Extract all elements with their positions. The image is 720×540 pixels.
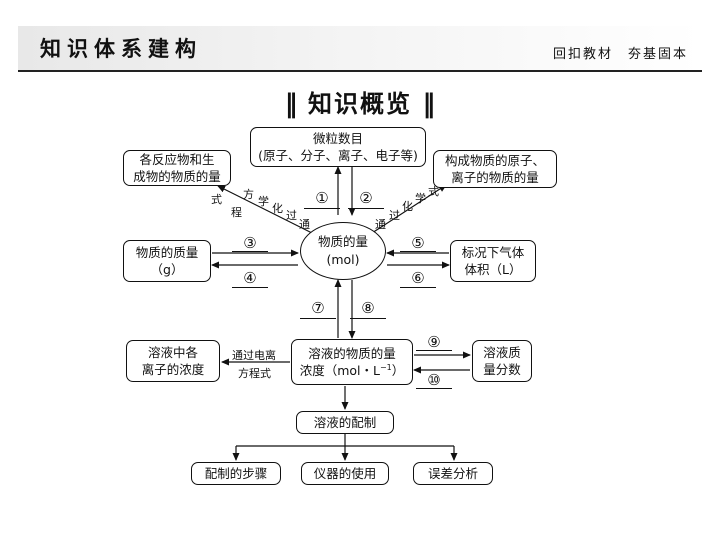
- blank-number-4: ④: [243, 269, 257, 287]
- node-steps-text: 配制的步骤: [204, 466, 268, 481]
- node-mass-fraction: 溶液质 量分数: [472, 340, 532, 382]
- label-fang: 方: [243, 188, 254, 201]
- node-reactants-line1: 各反应物和生: [139, 152, 215, 167]
- blank-number-5: ⑤: [411, 234, 425, 252]
- node-instruments-text: 仪器的使用: [313, 466, 377, 481]
- node-molar-concentration: 溶液的物质的量 浓度（mol・L−1）: [291, 339, 413, 385]
- label-electrolytic-line1: 通过电离: [232, 349, 276, 362]
- node-instrument-use: 仪器的使用: [301, 462, 389, 485]
- node-ions-line1: 溶液中各: [147, 345, 198, 360]
- node-mass-line2: （g）: [150, 262, 184, 277]
- section-title-text: 知识概览: [308, 90, 412, 118]
- header-subtitle: 回扣教材 夯基固本: [552, 47, 688, 62]
- title-bar-left: ‖: [284, 89, 298, 119]
- label-shi-right: 式: [428, 185, 439, 198]
- label-cheng: 程: [231, 206, 242, 219]
- node-error-text: 误差分析: [427, 466, 478, 481]
- node-amount-of-substance: 物质的量 (mol): [300, 222, 386, 280]
- label-guo-right: 过: [389, 209, 400, 222]
- label-guo-left: 过: [286, 209, 297, 222]
- label-tong-right: 通: [375, 218, 386, 231]
- label-tong-left: 通: [299, 218, 310, 231]
- arrow-center-to-constituents: [371, 184, 447, 234]
- blank-line-3: [232, 251, 268, 252]
- node-particle-count: 微粒数目 (原子、分子、离子、电子等): [250, 127, 426, 167]
- node-fraction-line1: 溶液质: [483, 345, 521, 360]
- node-concentration-line2: 浓度（mol・L−1）: [299, 362, 405, 378]
- node-constituents: 构成物质的原子、 离子的物质的量: [433, 150, 557, 188]
- node-reactants-line2: 成物的物质的量: [133, 169, 221, 184]
- label-electrolytic-line2: 方程式: [238, 367, 271, 380]
- blank-line-10: [416, 388, 452, 389]
- node-mass: 物质的质量 （g）: [123, 240, 211, 282]
- node-mass-line1: 物质的质量: [135, 245, 199, 260]
- label-xue-right: 学: [415, 192, 426, 205]
- node-reactants: 各反应物和生 成物的物质的量: [123, 150, 231, 186]
- blank-line-6: [400, 287, 436, 288]
- node-error-analysis: 误差分析: [413, 462, 493, 485]
- node-gas-line1: 标况下气体: [461, 245, 525, 260]
- blank-line-9: [416, 350, 452, 351]
- node-ion-concentration: 溶液中各 离子的浓度: [126, 340, 220, 382]
- node-preparation-steps: 配制的步骤: [191, 462, 281, 485]
- blank-number-1: ①: [315, 189, 329, 207]
- blank-number-6: ⑥: [411, 269, 425, 287]
- header-title: 知识体系建构: [40, 37, 202, 61]
- blank-number-3: ③: [243, 234, 257, 252]
- node-gas-line2: 体积（L）: [464, 262, 522, 277]
- blank-number-8: ⑧: [361, 299, 375, 317]
- node-constituents-line2: 离子的物质的量: [451, 170, 539, 185]
- node-amount-line1: 物质的量: [317, 234, 368, 249]
- node-preparation-text: 溶液的配制: [313, 415, 377, 430]
- blank-line-7: [300, 318, 336, 319]
- node-concentration-line1: 溶液的物质的量: [308, 346, 396, 361]
- blank-number-9: ⑨: [427, 333, 441, 351]
- node-ions-line2: 离子的浓度: [141, 362, 205, 377]
- node-particle-count-line2: (原子、分子、离子、电子等): [258, 148, 418, 163]
- node-solution-preparation: 溶液的配制: [296, 411, 394, 434]
- node-amount-line2: (mol): [326, 252, 360, 267]
- label-shi-left: 式: [211, 193, 222, 206]
- blank-number-2: ②: [359, 189, 373, 207]
- section-title: ‖ 知识概览 ‖: [0, 84, 720, 119]
- node-constituents-line1: 构成物质的原子、: [444, 153, 545, 168]
- blank-line-5: [400, 251, 436, 252]
- node-gas-volume: 标况下气体 体积（L）: [450, 240, 536, 282]
- arrow-center-to-reactants: [217, 185, 313, 234]
- blank-line-8: [350, 318, 386, 319]
- node-fraction-line2: 量分数: [483, 362, 521, 377]
- blank-number-10: ⑩: [427, 371, 441, 389]
- header-bar: 知识体系建构 回扣教材 夯基固本: [18, 26, 702, 72]
- title-bar-right: ‖: [422, 89, 436, 119]
- node-particle-count-line1: 微粒数目: [312, 131, 363, 146]
- label-hua-left: 化: [272, 202, 283, 215]
- blank-line-1: [304, 208, 340, 209]
- blank-line-4: [232, 287, 268, 288]
- label-xue-left: 学: [258, 195, 269, 208]
- label-hua-right: 化: [402, 200, 413, 213]
- blank-line-2: [348, 208, 384, 209]
- blank-number-7: ⑦: [311, 299, 325, 317]
